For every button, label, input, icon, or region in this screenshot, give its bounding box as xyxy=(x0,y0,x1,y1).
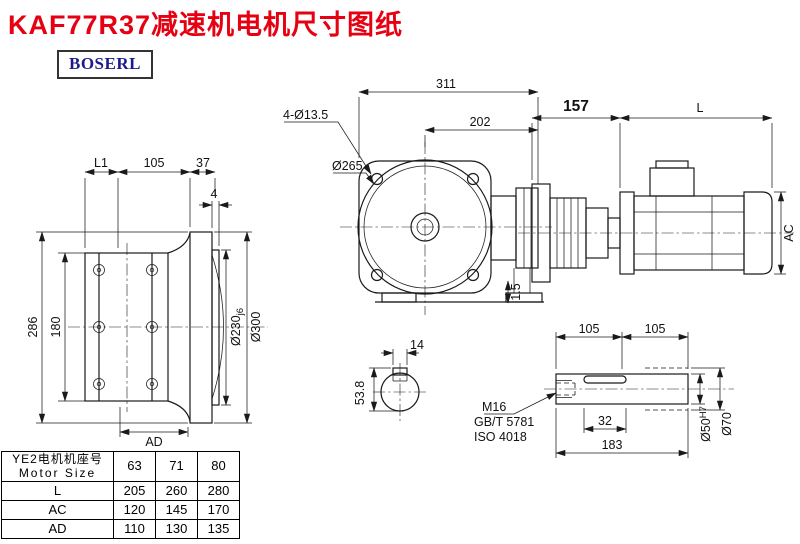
dim-flange-diameter: Ø300 xyxy=(249,312,263,343)
dim-105: 105 xyxy=(144,156,165,170)
page-title: KAF77R37减速机电机尺寸图纸 xyxy=(8,10,404,40)
dim-L1: L1 xyxy=(94,156,108,170)
table-frame-71: 71 xyxy=(155,451,198,482)
table-header-frame: YE2电机机座号 Motor Size xyxy=(1,451,114,482)
dim-bolt-holes: 4-Ø13.5 xyxy=(283,108,328,122)
row-label-L: L xyxy=(1,481,114,501)
dim-183: 183 xyxy=(602,438,623,452)
dim-180: 180 xyxy=(49,317,63,338)
table-header-cn: YE2电机机座号 xyxy=(12,452,103,467)
dim-105a: 105 xyxy=(579,322,600,336)
dim-key-width: 14 xyxy=(410,338,424,352)
row-label-AD: AD xyxy=(1,519,114,539)
dim-AD: AD xyxy=(145,435,162,449)
table-row-L: L 205 260 280 xyxy=(1,481,240,501)
dim-286: 286 xyxy=(26,317,40,338)
cell-AD-63: 110 xyxy=(113,519,156,539)
cell-L-71: 260 xyxy=(155,481,198,501)
dim-265: Ø265 xyxy=(332,159,363,173)
dim-spigot-diameter: Ø230j6 xyxy=(229,308,246,346)
dim-key-length: 32 xyxy=(598,414,612,428)
label-standard-iso: ISO 4018 xyxy=(474,430,527,444)
dim-hub-diameter: Ø70 xyxy=(720,412,734,436)
dim-4: 4 xyxy=(211,187,218,201)
cell-AD-80: 135 xyxy=(197,519,240,539)
cell-L-63: 205 xyxy=(113,481,156,501)
table-row-AC: AC 120 145 170 xyxy=(1,500,240,520)
cell-L-80: 280 xyxy=(197,481,240,501)
label-standard-gbt: GB/T 5781 xyxy=(474,415,534,429)
dim-shaft-diameter: Ø50H7 xyxy=(698,406,713,442)
cell-AC-80: 170 xyxy=(197,500,240,520)
dim-key-height: 53.8 xyxy=(353,381,367,405)
table-frame-63: 63 xyxy=(113,451,156,482)
table-frame-80: 80 xyxy=(197,451,240,482)
dim-105b: 105 xyxy=(645,322,666,336)
row-label-AC: AC xyxy=(1,500,114,520)
view-gearbox-side: L1 105 37 4 286 180 AD xyxy=(26,156,268,449)
boserl-logo-text: BOSERL xyxy=(69,54,141,73)
cell-AC-71: 145 xyxy=(155,500,198,520)
dim-L: L xyxy=(697,101,704,115)
table-row-AD: AD 110 130 135 xyxy=(1,519,240,539)
view-gearbox-front: 311 202 4-Ø13.5 Ø265 1.5 xyxy=(283,77,552,315)
motor-size-table: YE2电机机座号 Motor Size 63 71 80 L 205 260 2… xyxy=(1,451,240,539)
dim-AC: AC xyxy=(782,224,796,241)
dim-1-5: 1.5 xyxy=(509,283,523,300)
dim-311: 311 xyxy=(436,77,456,91)
dim-157: 157 xyxy=(563,98,589,115)
label-thread-m16: M16 xyxy=(482,400,506,414)
dim-202: 202 xyxy=(470,115,491,129)
dim-37: 37 xyxy=(196,156,210,170)
cell-AD-71: 130 xyxy=(155,519,198,539)
table-header-en: Motor Size xyxy=(18,465,97,480)
boserl-logo: BOSERL xyxy=(57,50,153,79)
table-header-row: YE2电机机座号 Motor Size 63 71 80 xyxy=(1,451,240,482)
view-shaft-detail: 105 105 32 183 Ø50H7 Ø70 M16 GB/T xyxy=(474,322,734,458)
view-motor-side: 157 L AC xyxy=(518,98,796,283)
cell-AC-63: 120 xyxy=(113,500,156,520)
view-shaft-end: 14 53.8 xyxy=(353,338,427,421)
